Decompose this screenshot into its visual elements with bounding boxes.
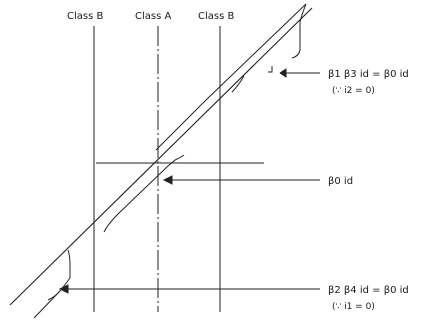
column-label-class-b-left: Class B xyxy=(67,11,103,22)
annotation-middle-label: β0 id xyxy=(328,176,353,187)
lower-device-segment xyxy=(33,154,185,319)
annotation-top-condition: (∵ i2 = 0) xyxy=(332,86,375,96)
annotation-bottom-equation: β2 β4 id = β0 id xyxy=(328,285,409,296)
composite-transfer-line xyxy=(9,7,313,306)
upper-device-segment xyxy=(155,3,307,151)
annotation-bottom-condition: (∵ i1 = 0) xyxy=(332,302,375,312)
column-label-class-a: Class A xyxy=(135,11,171,22)
middle-arrowhead xyxy=(162,175,173,185)
top-arrowhead xyxy=(279,68,287,78)
column-label-class-b-right: Class B xyxy=(198,11,234,22)
annotation-top-equation: β1 β3 id = β0 id xyxy=(328,69,409,80)
bottom-arrowhead xyxy=(58,284,69,294)
